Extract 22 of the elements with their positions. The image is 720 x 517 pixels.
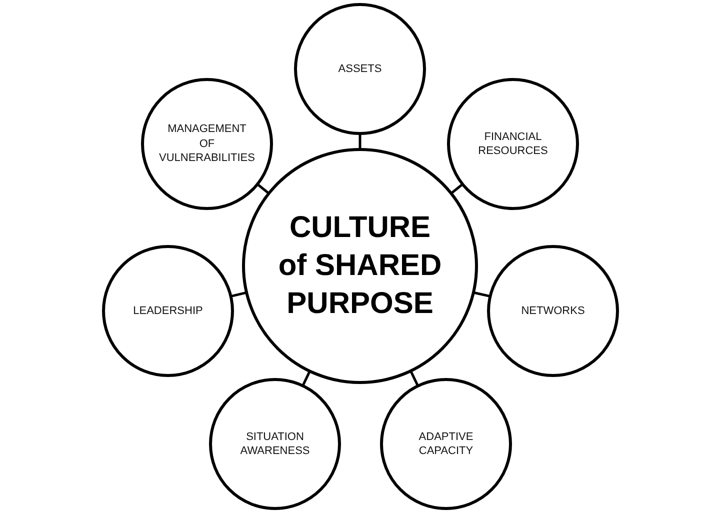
node-label: SITUATION AWARENESS (240, 430, 310, 458)
circle-node (209, 378, 341, 510)
circle-node (447, 78, 579, 210)
node-label: ASSETS (338, 62, 382, 76)
node-label: MANAGEMENT OF VULNERABILITIES (159, 122, 255, 166)
node-label: ADAPTIVE CAPACITY (418, 430, 474, 458)
connector-line (231, 291, 246, 298)
connector-line (410, 370, 419, 386)
connector-line (358, 134, 362, 149)
circle-node (141, 78, 273, 210)
connector-line (257, 184, 270, 194)
connector-line (450, 184, 463, 194)
connector-line (302, 371, 311, 386)
node-label: FINANCIAL RESOURCES (478, 130, 548, 158)
circle-node (294, 3, 426, 135)
circle-node (487, 245, 619, 377)
circle-node (102, 245, 234, 377)
circle-node (380, 378, 512, 510)
connector-line (474, 291, 490, 298)
node-label: NETWORKS (521, 304, 585, 318)
node-label: CULTURE of SHARED PURPOSE (277, 210, 443, 322)
node-label: LEADERSHIP (133, 304, 203, 318)
